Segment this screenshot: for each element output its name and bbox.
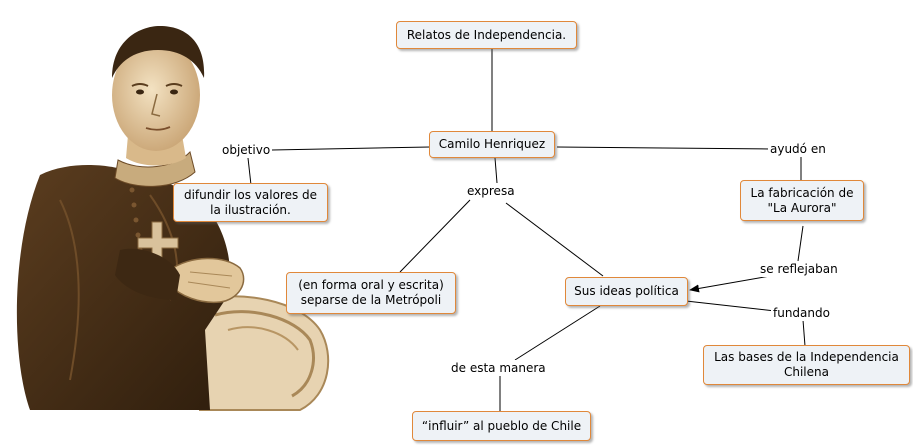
concept-influir[interactable]: “influir” al pueblo de Chile — [412, 411, 591, 441]
link-fundando-bases — [803, 320, 805, 346]
concept-relatos[interactable]: Relatos de Independencia. — [396, 21, 577, 49]
link-label-ayudo-en: ayudó en — [768, 141, 828, 157]
link-camilo-ayudo — [557, 147, 770, 149]
concept-separarse[interactable]: (en forma oral y escrita) separse de la … — [286, 272, 456, 314]
link-label-de-esta-manera: de esta manera — [449, 360, 548, 376]
link-ideas-demanera — [515, 306, 600, 360]
link-expresa-separarse — [400, 200, 470, 272]
link-label-expresa: expresa — [465, 183, 517, 199]
concept-difundir[interactable]: difundir los valores de la ilustración. — [173, 183, 328, 222]
link-aurora-reflejaban — [798, 226, 803, 261]
link-label-fundando: fundando — [771, 305, 832, 321]
link-camilo-objetivo — [272, 147, 430, 150]
link-ideas-fundando — [686, 301, 775, 311]
link-expresa-ideas — [506, 203, 603, 276]
concept-camilo-henriquez[interactable]: Camilo Henriquez — [429, 131, 555, 158]
link-label-se-reflejaban: se reflejaban — [758, 261, 840, 277]
link-label-objetivo: objetivo — [220, 142, 272, 158]
concept-bases-independencia[interactable]: Las bases de la Independencia Chilena — [703, 345, 910, 385]
link-camilo-expresa — [495, 158, 497, 183]
concept-ideas-politica[interactable]: Sus ideas política — [565, 277, 688, 306]
link-objetivo-difundir — [248, 158, 251, 185]
link-reflejaban-ideas — [690, 276, 770, 290]
concept-la-aurora[interactable]: La fabricación de "La Aurora" — [740, 180, 864, 221]
